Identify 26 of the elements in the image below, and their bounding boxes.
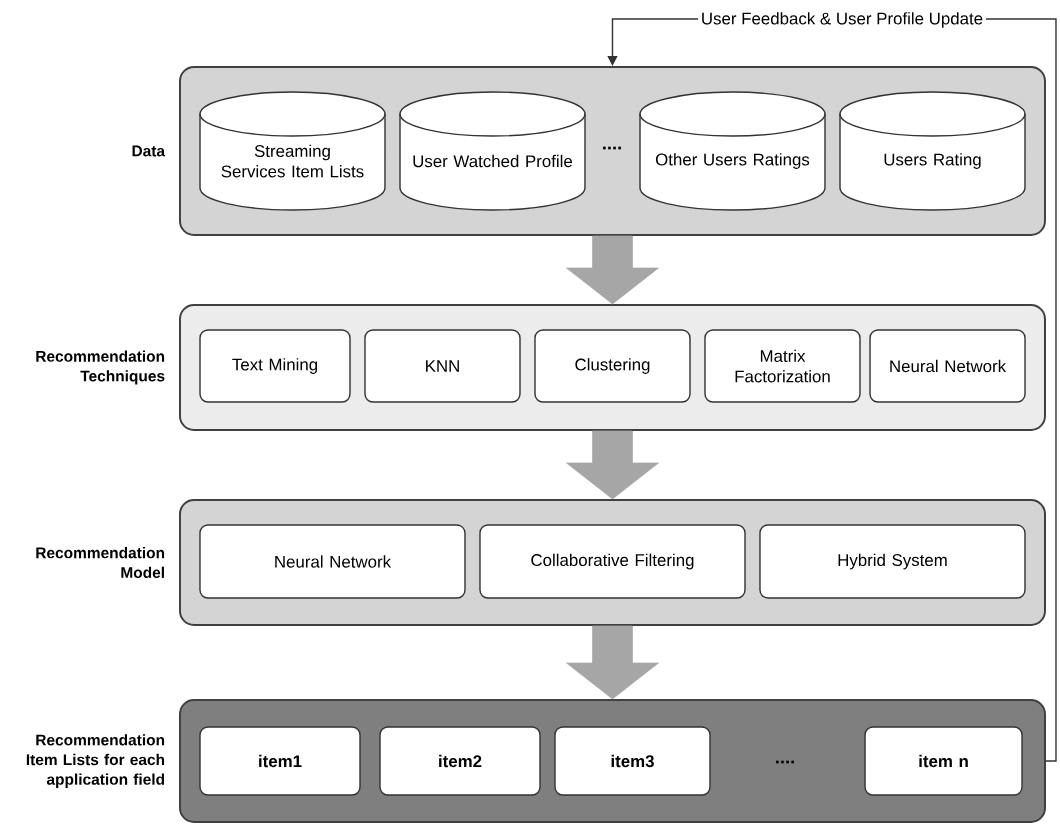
database-cylinder: Other Users Ratings [639, 91, 826, 211]
ellipsis: .... [603, 146, 621, 150]
item-box: item n [864, 726, 1023, 796]
method-box: Matrix Factorization [704, 329, 861, 403]
method-box: Clustering [534, 329, 691, 403]
edge-label: User Feedback & User Profile Update [702, 12, 983, 28]
method-box: Hybrid System [759, 524, 1026, 599]
item-box: item1 [199, 726, 361, 796]
item-box: item3 [554, 726, 711, 796]
row-title: Recommendation Techniques [36, 350, 165, 385]
database-cylinder: User Watched Profile [399, 91, 586, 211]
database-cylinder: Users Rating [839, 91, 1026, 211]
database-cylinder: Streaming Services Item Lists [199, 91, 386, 211]
row-title: Recommendation Item Lists for each application field [26, 734, 165, 788]
method-box: Neural Network [199, 524, 466, 599]
block-arrow [566, 430, 659, 500]
row-title: Data [132, 145, 166, 157]
row-title: Recommendation Model [36, 547, 165, 578]
method-box: Text Mining [199, 329, 351, 403]
ellipsis: .... [776, 760, 794, 764]
item-box: item2 [379, 726, 541, 796]
method-box: Collaborative Filtering [479, 524, 746, 599]
block-arrow [566, 235, 659, 305]
method-box: Neural Network [869, 329, 1026, 403]
method-box: KNN [364, 329, 521, 403]
block-arrow [566, 625, 659, 700]
